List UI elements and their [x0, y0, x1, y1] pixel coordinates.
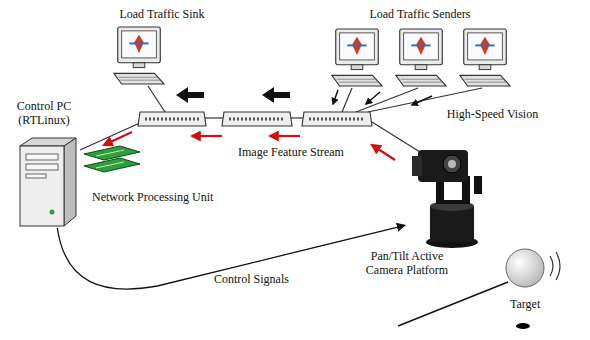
processing-unit: Network Processing Unit [86, 144, 221, 208]
node-label: Network Processing Unit [92, 191, 222, 205]
stream-label: Image Feature Stream [238, 146, 344, 160]
node-label: Control PC (RTLinux) [4, 100, 84, 128]
node-label: Load Traffic Sink [100, 8, 224, 22]
node-label: Pan/Tilt Active Camera Platform [353, 250, 461, 278]
node-label: Load Traffic Senders [320, 8, 520, 22]
control-pc: Control PC (RTLinux) [4, 98, 90, 228]
computer-group: Load Traffic Senders [320, 6, 520, 96]
target: Target [500, 246, 560, 312]
edge-label: Control Signals [214, 273, 289, 287]
computer-node: Load Traffic Sink [100, 6, 224, 86]
node-label: Target [510, 298, 560, 312]
node-label: High-Speed Vision [435, 108, 550, 122]
signal-connector [57, 225, 405, 289]
camera-platform: High-Speed VisionPan/Tilt Active Camera … [405, 106, 550, 248]
